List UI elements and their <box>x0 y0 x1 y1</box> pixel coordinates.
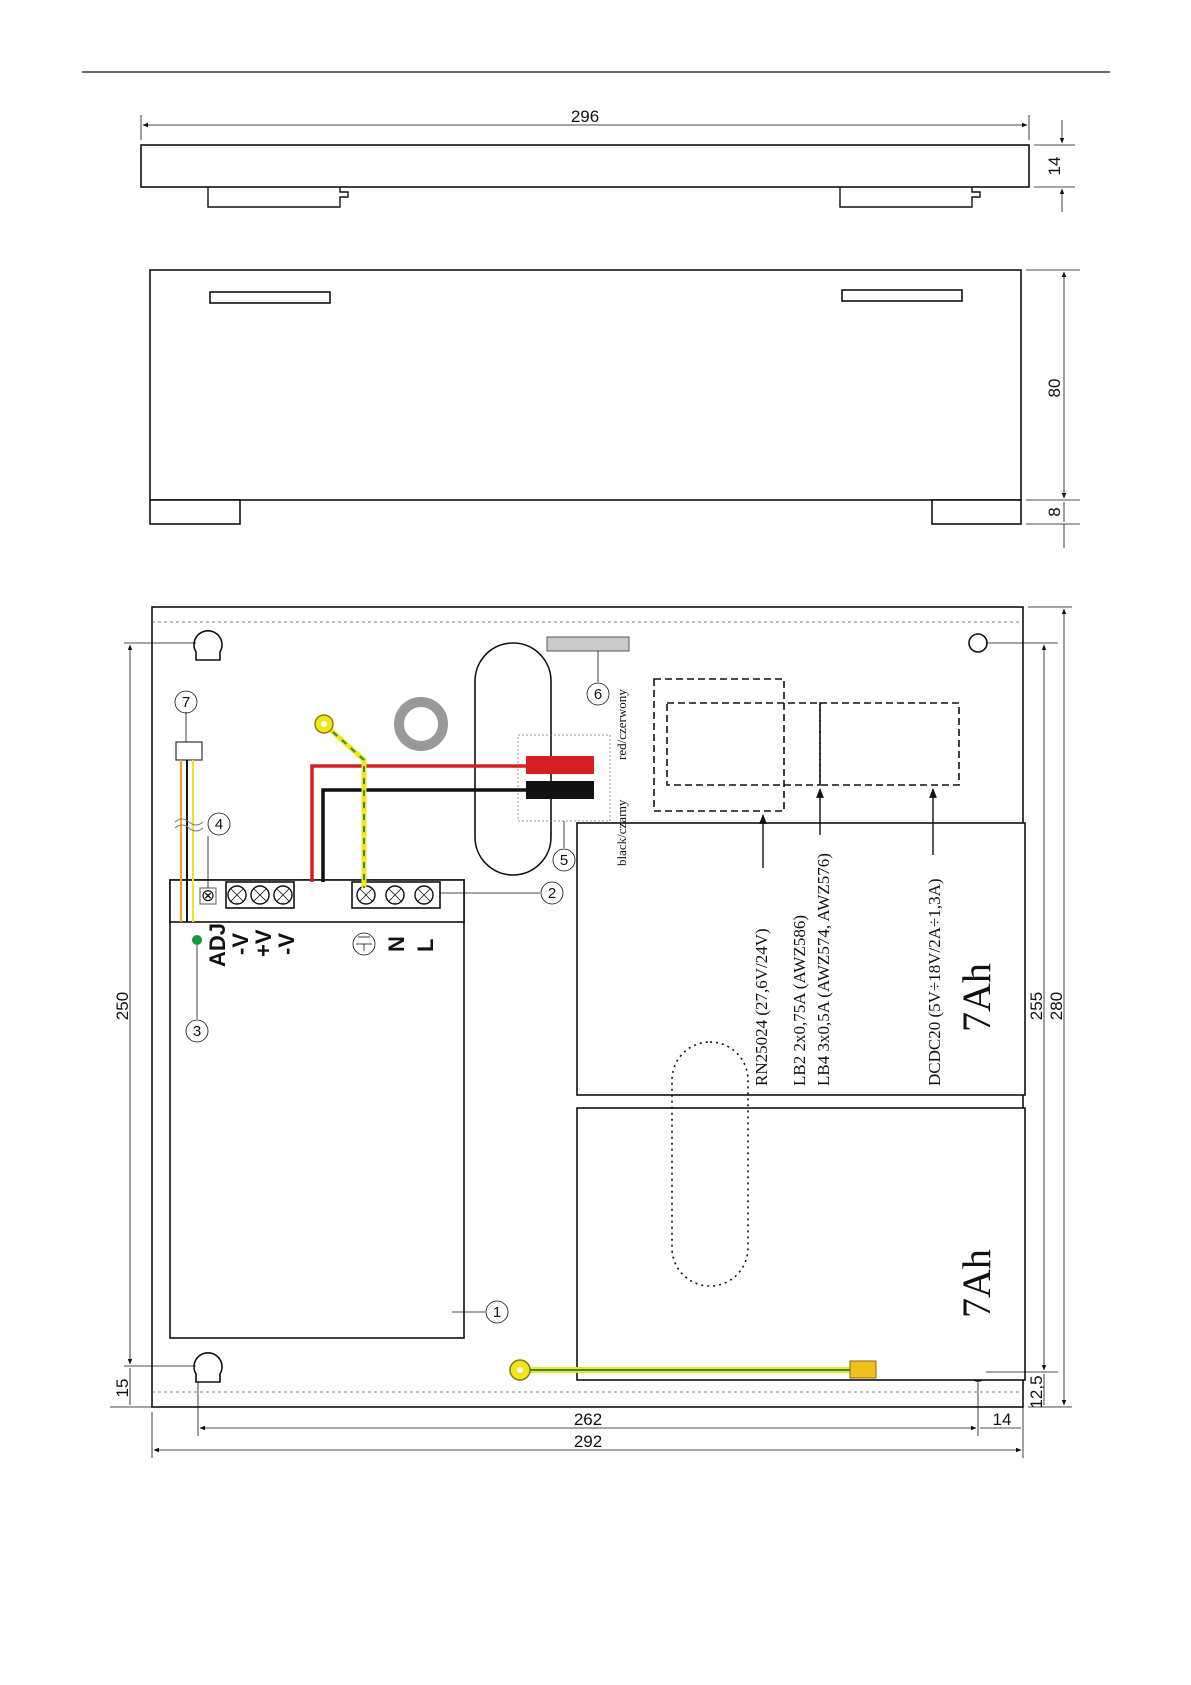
terminal-label-plus-v: +V <box>251 929 276 957</box>
cable-gland <box>399 702 443 746</box>
terminal-label-l: L <box>413 939 438 952</box>
terminal-label-minus-v-1: -V <box>228 933 253 955</box>
dim-left-height: 250 <box>113 992 132 1020</box>
sensor-connector <box>176 742 202 760</box>
terminal-label-n: N <box>384 936 409 952</box>
svg-text:1: 1 <box>493 1304 501 1321</box>
battery-label-bottom: 7Ah <box>954 1249 999 1318</box>
red-wire-label: red/czerwony <box>614 689 629 760</box>
terminal-label-minus-v-2: -V <box>274 933 299 955</box>
dim-right-inner: 255 <box>1027 992 1046 1020</box>
earth-wire-connector <box>850 1361 876 1378</box>
red-connector <box>526 756 594 774</box>
front-view: 80 8 <box>150 270 1080 548</box>
front-height-label: 80 <box>1045 379 1064 398</box>
dim-bottom-inner: 262 <box>574 1410 602 1429</box>
module-line-lb2: LB2 2x0,75A (AWZ586) <box>790 915 809 1086</box>
interior-view: ⊗ ADJ -V +V -V N L <box>110 607 1072 1458</box>
module-line-dcdc20: DCDC20 (5V÷18V/2A÷1,3A) <box>925 878 944 1086</box>
svg-text:2: 2 <box>548 885 556 902</box>
svg-text:4: 4 <box>215 816 223 833</box>
dim-right-total: 280 <box>1047 992 1066 1020</box>
battery-label-top: 7Ah <box>954 963 999 1032</box>
terminal-screws-dc <box>226 882 294 908</box>
dim-right-offset: 12,5 <box>1027 1375 1046 1408</box>
mount-keyhole-top <box>194 631 222 660</box>
svg-text:3: 3 <box>193 1023 201 1040</box>
svg-text:6: 6 <box>594 686 602 703</box>
dim-bottom-total: 292 <box>574 1432 602 1451</box>
terminal-label-adj: ADJ <box>205 923 230 967</box>
dim-left-offset: 15 <box>113 1379 132 1398</box>
front-foot-label: 8 <box>1045 507 1064 516</box>
dim-bottom-right: 14 <box>993 1410 1012 1429</box>
side-view: 296 14 <box>141 107 1075 212</box>
svg-text:5: 5 <box>560 852 568 869</box>
black-wire-label: black/czarny <box>614 799 629 866</box>
mount-hole-top-right <box>969 634 987 652</box>
black-connector <box>526 781 594 799</box>
module-line-rn25024: RN25024 (27,6V/24V) <box>752 928 771 1086</box>
svg-text:7: 7 <box>182 694 190 711</box>
mount-keyhole-bottom <box>194 1353 222 1382</box>
tamper-switch <box>547 637 629 651</box>
side-width-label: 296 <box>571 107 599 126</box>
battery-bottom <box>577 1108 1025 1380</box>
module-line-lb4: LB4 3x0,5A (AWZ574, AWZ576) <box>814 853 833 1086</box>
svg-text:⊗: ⊗ <box>201 886 215 905</box>
adj-led <box>192 935 202 945</box>
side-height-label: 14 <box>1045 157 1064 176</box>
